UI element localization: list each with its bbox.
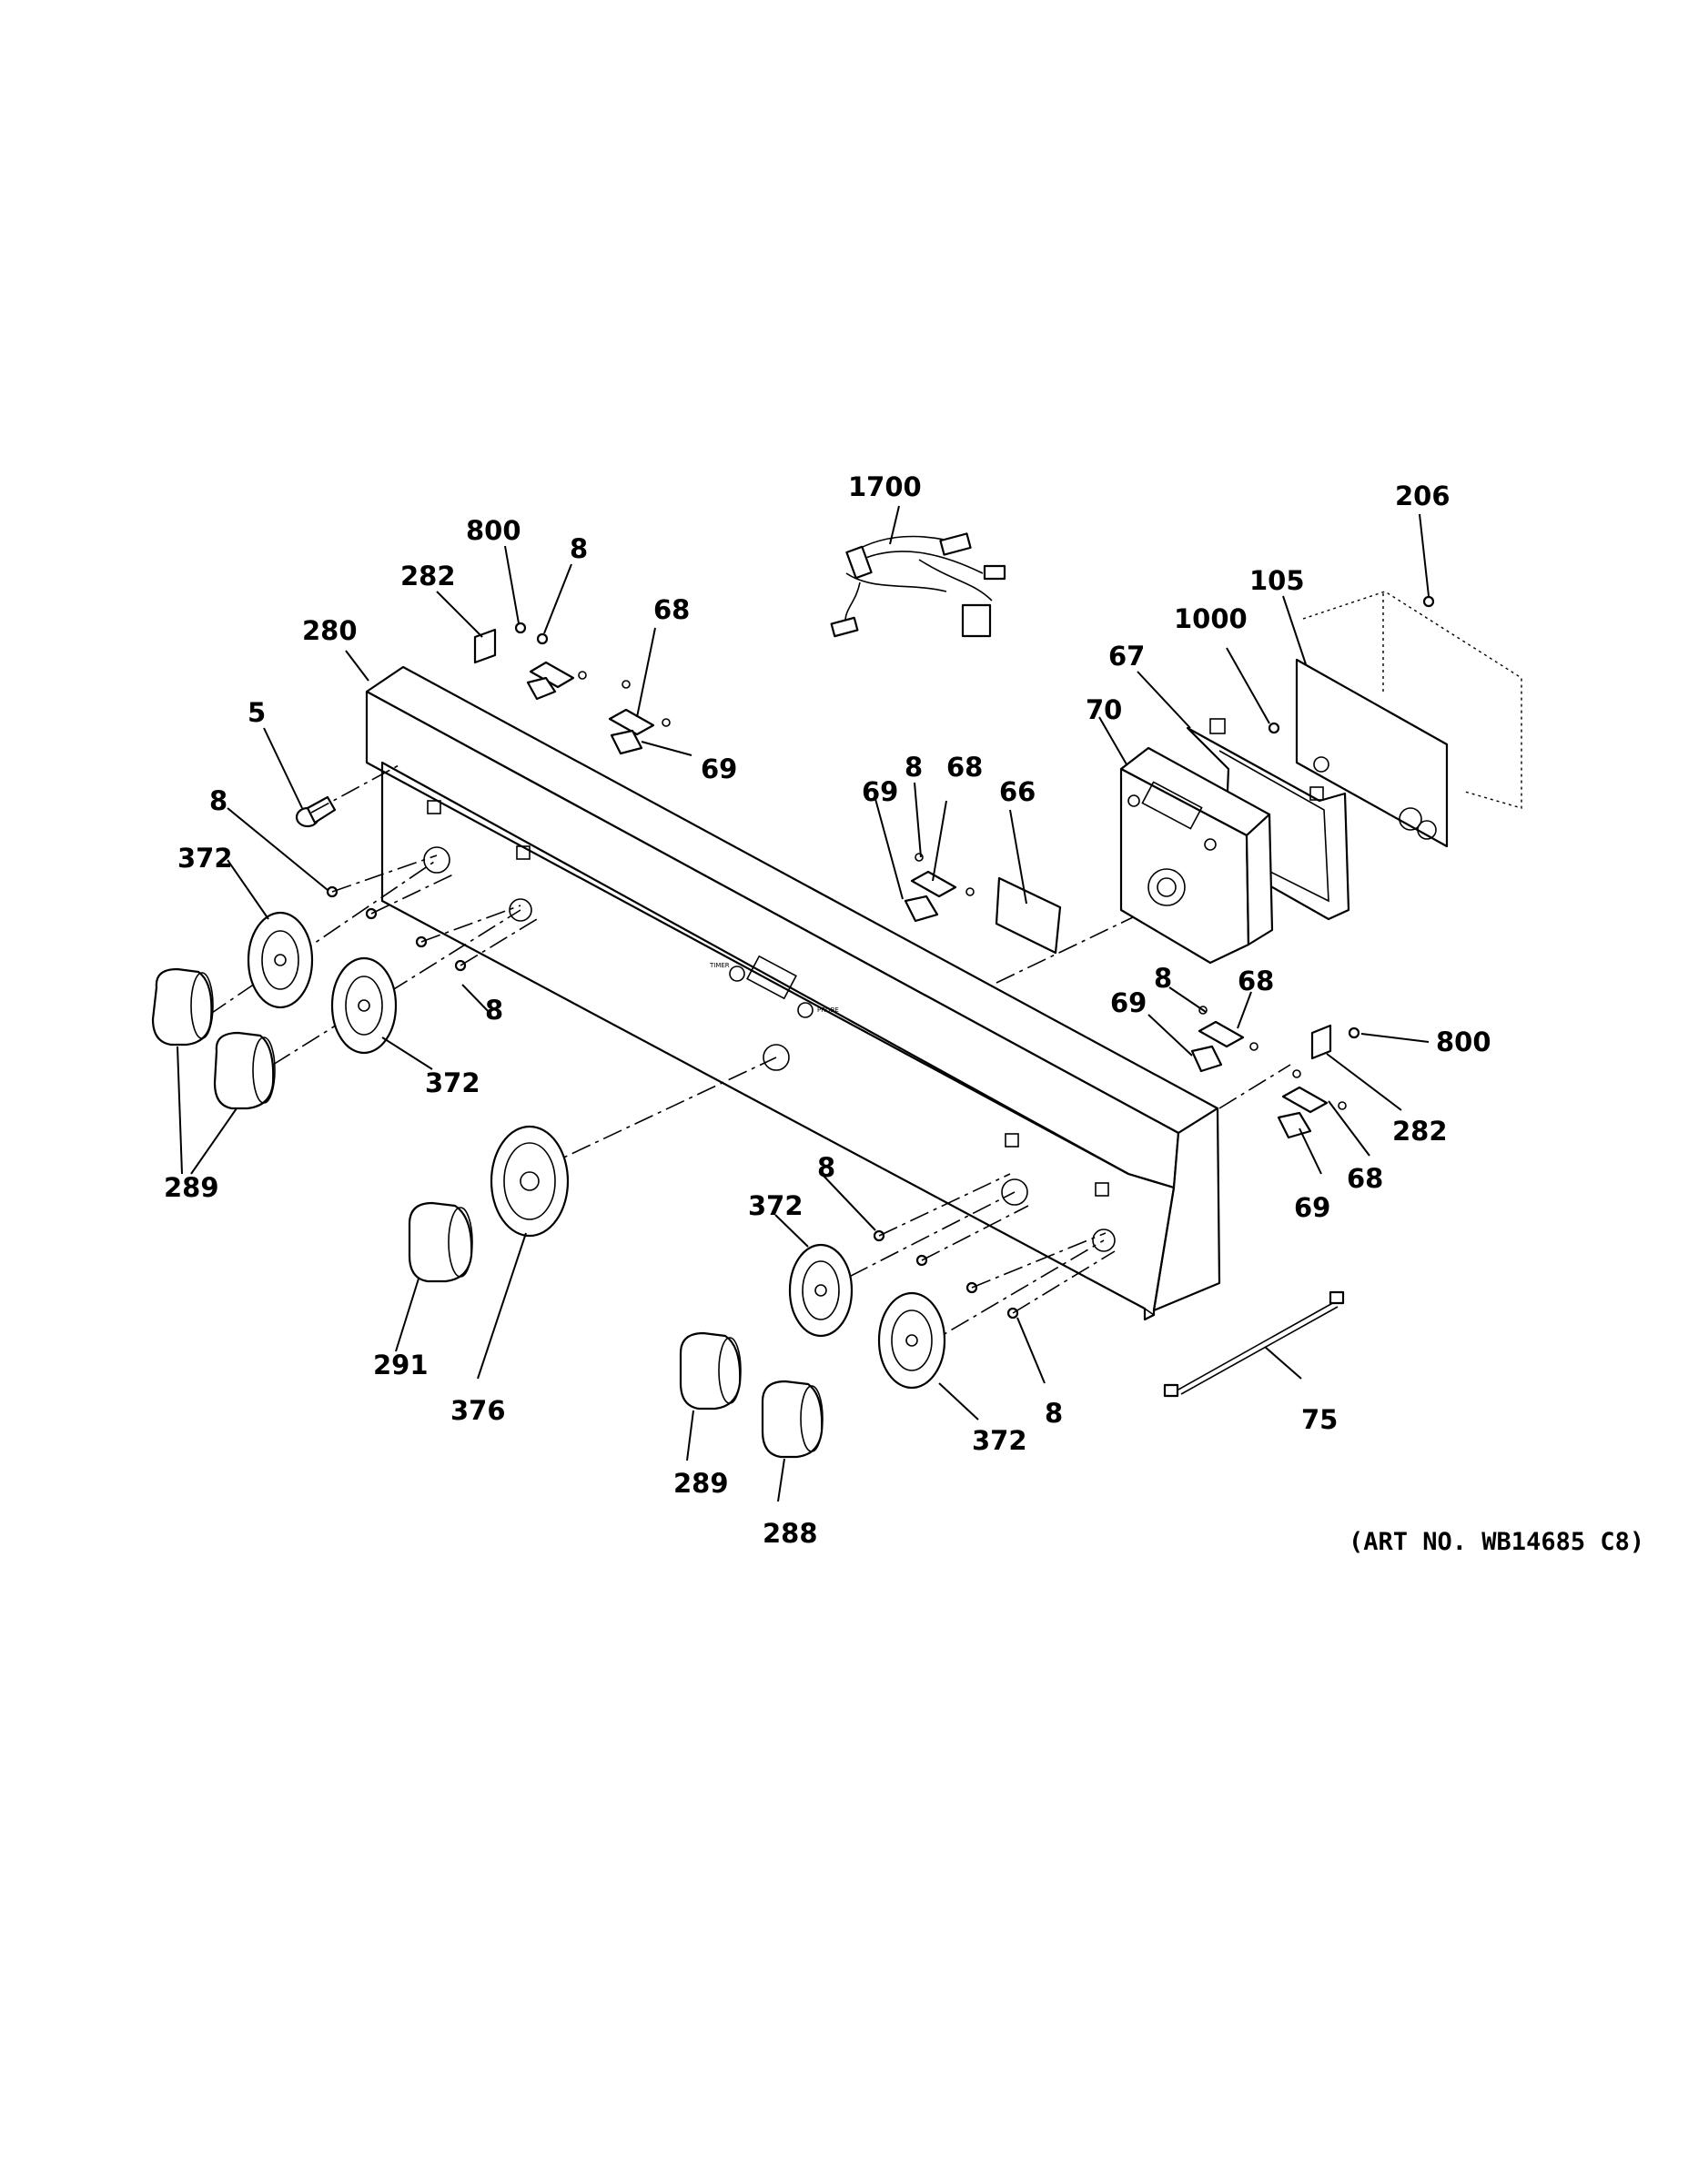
callout-1700: 1700: [848, 471, 922, 502]
knob-289-lower-left: [213, 1031, 276, 1110]
clip-68-top-left: [526, 661, 587, 701]
callout-68-top: 68: [653, 594, 690, 625]
callout-8-top: 8: [570, 533, 588, 564]
control-panel-backsplash: TIMER PROBE: [365, 665, 1221, 1321]
callout-376: 376: [450, 1395, 506, 1426]
overlay-66: [995, 876, 1062, 955]
callout-70: 70: [1086, 694, 1122, 725]
callout-8-left: 8: [209, 785, 227, 816]
bezel-372-bottom-center: [788, 1243, 854, 1338]
probe-label: PROBE: [817, 1006, 839, 1014]
callout-282-right: 282: [1392, 1116, 1448, 1147]
callout-69-right-upper: 69: [1110, 987, 1147, 1018]
callout-69-right-lower: 69: [1294, 1192, 1330, 1223]
callout-8-bottom-center: 8: [817, 1152, 835, 1183]
display-module-70: [1119, 746, 1274, 965]
screw-206: [1422, 595, 1435, 608]
cable-75: [1163, 1290, 1345, 1398]
callout-800-right: 800: [1436, 1026, 1491, 1057]
callout-291: 291: [373, 1350, 429, 1380]
knob-289-upper-left: [151, 967, 214, 1046]
knob-288-bottom: [761, 1380, 824, 1459]
callout-372-bottom-center: 372: [748, 1190, 804, 1221]
callout-288: 288: [763, 1518, 818, 1549]
bezel-372-mid-left: [330, 956, 398, 1055]
callout-68-right-lower: 68: [1347, 1163, 1383, 1194]
knob-289-bottom: [679, 1331, 742, 1410]
clip-68-right-lower: [1277, 1069, 1347, 1139]
callout-8-right: 8: [1154, 963, 1172, 994]
knob-291-center: [408, 1201, 473, 1283]
screw-800-left: [514, 622, 527, 634]
bezel-372-bottom-right: [877, 1291, 946, 1390]
art-number: (ART NO. WB14685 C8): [1349, 1528, 1644, 1556]
clip-68-center: [904, 853, 975, 923]
callout-66: 66: [999, 776, 1036, 807]
callout-800-top: 800: [466, 515, 521, 546]
callout-75: 75: [1301, 1404, 1338, 1435]
control-board-105: [1295, 591, 1522, 848]
bracket-282-right: [1310, 1024, 1332, 1060]
wire-harness-1700: [830, 532, 1006, 638]
screw-8-top: [536, 632, 549, 645]
callout-105: 105: [1249, 565, 1305, 596]
callout-67: 67: [1108, 641, 1145, 672]
callout-68-right-upper: 68: [1238, 966, 1274, 996]
bezel-372-top-left: [247, 911, 314, 1009]
clip-68-mid-left: [608, 680, 671, 755]
timer-label: TIMER: [709, 962, 730, 969]
callout-289-left: 289: [164, 1172, 219, 1203]
bracket-282-left: [473, 628, 497, 664]
callout-1000: 1000: [1174, 603, 1248, 634]
clip-68-right-upper: [1190, 1006, 1258, 1073]
bezel-376-center: [490, 1125, 570, 1238]
callout-69-top: 69: [701, 753, 737, 784]
screw-800-right: [1348, 1026, 1360, 1039]
callout-8-bottom-right: 8: [1045, 1398, 1063, 1429]
callout-5: 5: [248, 697, 266, 728]
callout-372-top-left: 372: [177, 843, 233, 874]
callout-280: 280: [302, 615, 358, 646]
callout-282-top: 282: [400, 561, 456, 592]
indicator-light-5: [295, 795, 337, 828]
callout-68-center: 68: [946, 752, 983, 783]
callout-206: 206: [1395, 480, 1450, 511]
callout-labels: 1700 206 800 8 282 68 280 105 1000 67 70…: [164, 471, 1491, 1549]
screw-1000: [1268, 722, 1280, 734]
callout-69-center: 69: [862, 776, 898, 807]
callout-8-center: 8: [905, 752, 923, 783]
callout-372-bottom-right: 372: [972, 1425, 1027, 1456]
callout-8-mid-left: 8: [485, 995, 503, 1026]
callout-289-bottom: 289: [673, 1468, 729, 1499]
callout-372-mid-left: 372: [425, 1067, 480, 1098]
leader-lines: [177, 505, 1430, 1502]
